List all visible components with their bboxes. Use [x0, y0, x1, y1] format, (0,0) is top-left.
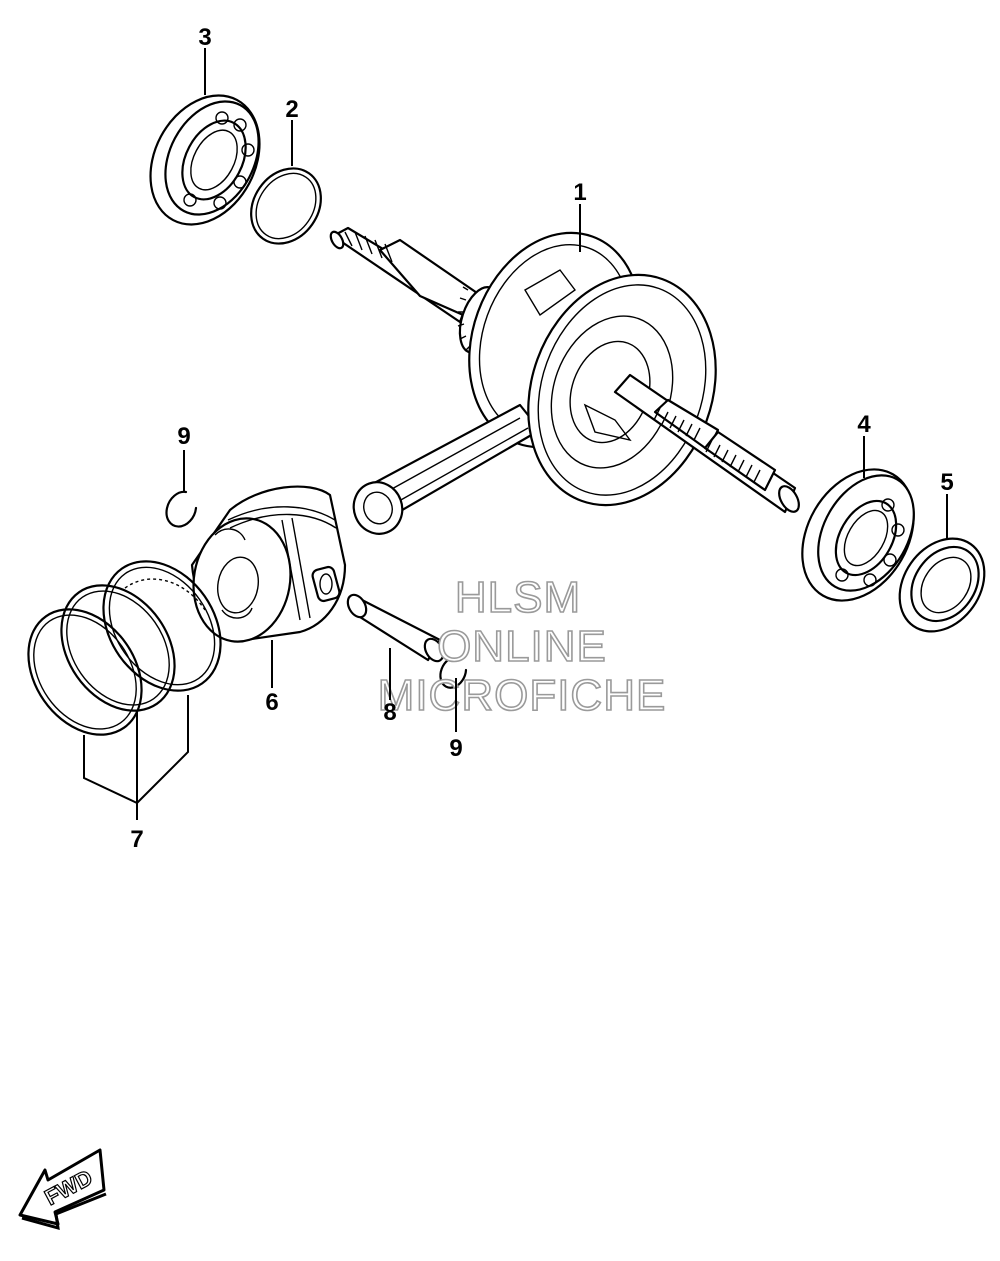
piston-part-6[interactable]	[184, 485, 347, 650]
leader-lines	[83, 48, 948, 820]
crankshaft-part-1[interactable]	[328, 209, 803, 541]
callout-5: 5	[940, 469, 953, 496]
bearing-part-3[interactable]	[129, 76, 281, 243]
watermark-line-1: HLSM	[455, 573, 581, 622]
callout-2: 2	[285, 96, 298, 123]
callout-9-upper: 9	[177, 423, 190, 450]
piston-pin-part-8[interactable]	[344, 592, 447, 665]
watermark-line-3: MICROFICHE	[378, 671, 667, 720]
watermark: HLSM ONLINE MICROFICHE	[377, 572, 667, 721]
callout-9-lower: 9	[449, 735, 462, 762]
piston-rings-part-7[interactable]	[5, 539, 245, 757]
bearing-part-4[interactable]	[780, 449, 937, 620]
circlip-part-9-lower[interactable]	[439, 658, 468, 689]
fwd-direction-badge: FWD	[18, 1148, 107, 1231]
callouts: 1 2 3 4 5 6 7 8 9 9	[130, 24, 953, 853]
callout-6: 6	[265, 689, 278, 716]
callout-1: 1	[573, 179, 586, 206]
oil-seal-part-5[interactable]	[882, 522, 1000, 648]
callout-4: 4	[857, 411, 871, 438]
snap-ring-part-2[interactable]	[237, 155, 335, 257]
callout-8: 8	[383, 699, 396, 726]
callout-3: 3	[198, 24, 211, 51]
callout-7: 7	[130, 826, 143, 853]
circlip-part-9-upper[interactable]	[165, 490, 198, 528]
watermark-line-2: ONLINE	[437, 622, 607, 671]
